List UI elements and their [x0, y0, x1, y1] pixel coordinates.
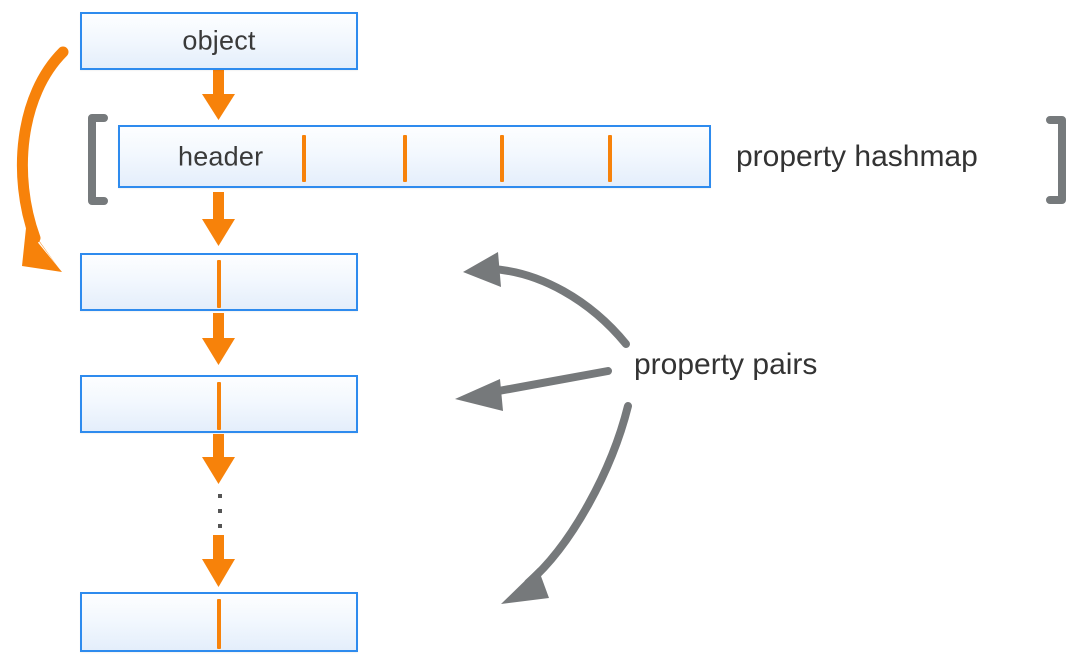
hashmap-slot-divider-3	[500, 135, 504, 182]
pairs-arrow-middle	[455, 367, 612, 411]
hashmap-slot-divider-2	[403, 135, 407, 182]
vertical-ellipsis	[217, 494, 222, 528]
pair-2-key-value-divider	[217, 382, 221, 430]
pair-n-key-value-divider	[217, 599, 221, 649]
ellipsis-dot-2	[217, 509, 222, 513]
hashmap-box[interactable]: header	[118, 125, 711, 188]
property-pair-box-1[interactable]	[80, 253, 358, 311]
hashmap-slot-divider-4	[608, 135, 612, 182]
pairs-arrow-lower	[501, 402, 632, 604]
property-pairs-caption: property pairs	[634, 348, 818, 381]
left-bracket	[88, 114, 108, 205]
arrow-pair2-to-ellipsis	[202, 434, 235, 484]
pairs-arrow-upper	[463, 252, 630, 348]
right-bracket	[1046, 116, 1066, 204]
object-to-pair-curved-arrow	[16, 46, 69, 272]
pair-1-key-value-divider	[217, 260, 221, 308]
property-hashmap-caption: property hashmap	[736, 140, 978, 173]
hashmap-header-label: header	[178, 141, 264, 171]
arrow-hashmap-to-pair1	[202, 192, 235, 246]
object-box[interactable]: object	[80, 12, 358, 70]
property-pair-box-2[interactable]	[80, 375, 358, 433]
ellipsis-dot-1	[217, 494, 222, 498]
object-box-label: object	[182, 25, 256, 56]
arrow-ellipsis-to-pairn	[202, 535, 235, 587]
arrow-object-to-hashmap	[202, 68, 235, 120]
arrow-pair1-to-pair2	[202, 313, 235, 365]
ellipsis-dot-3	[217, 524, 222, 528]
property-pair-box-n[interactable]	[80, 592, 358, 652]
hashmap-slot-divider-1	[302, 135, 306, 182]
